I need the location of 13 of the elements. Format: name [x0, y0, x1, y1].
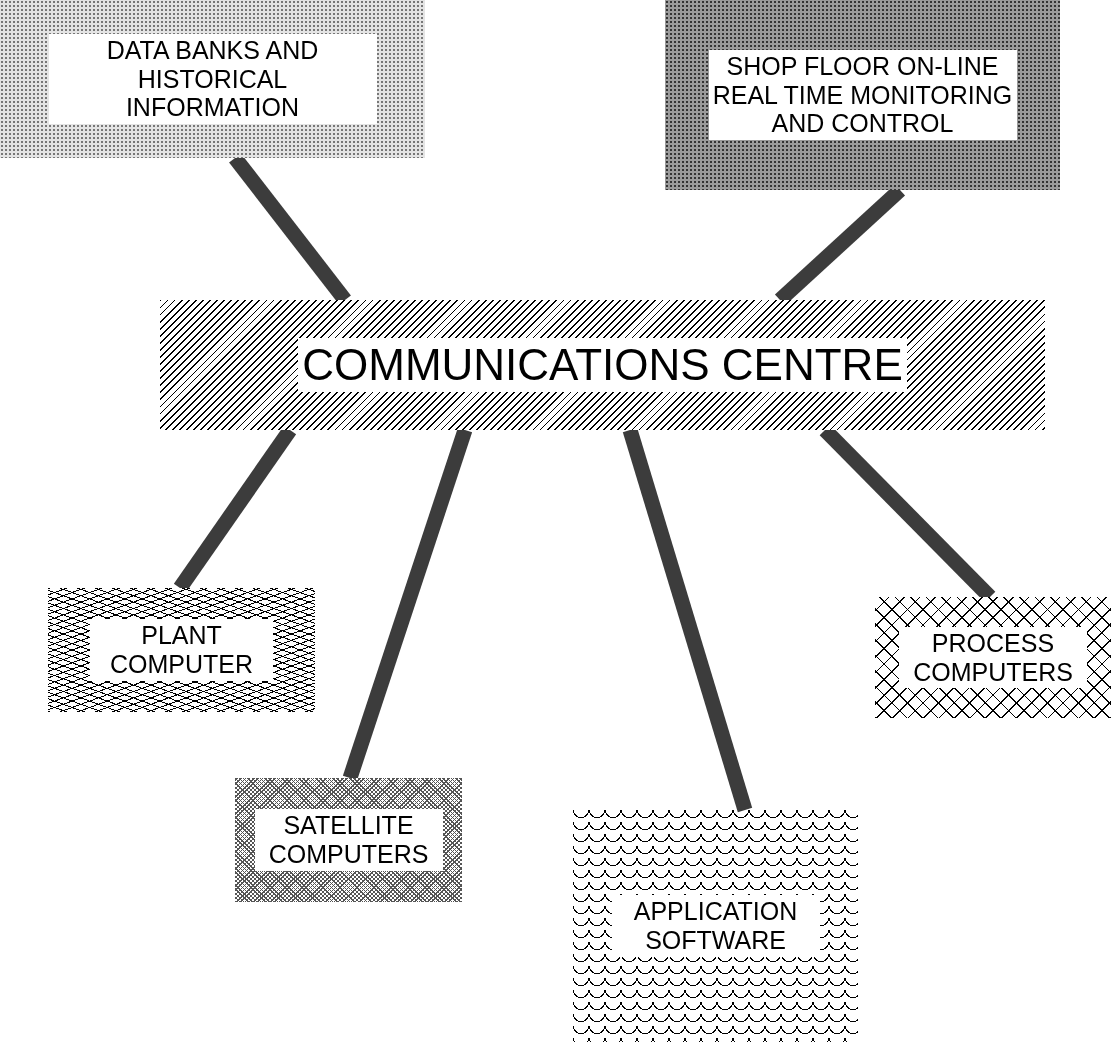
node-label: PROCESS COMPUTERS	[899, 626, 1087, 689]
computer-box	[48, 588, 315, 712]
computer-box	[875, 597, 1111, 718]
central-box	[160, 300, 1045, 430]
data-bank-box	[0, 0, 425, 158]
monitoring-box	[665, 0, 1060, 190]
computer-box	[235, 778, 462, 902]
node-label: COMMUNICATIONS CENTRE	[298, 337, 907, 393]
node-label: SHOP FLOOR ON-LINE REAL TIME MONITORING AND CONTROL	[708, 49, 1017, 141]
node-label: PLANT COMPUTER	[90, 619, 273, 681]
node-label: APPLICATION SOFTWARE	[611, 895, 820, 957]
node-label: DATA BANKS AND HISTORICAL INFORMATION	[48, 33, 377, 125]
node-label: SATELLITE COMPUTERS	[254, 809, 443, 871]
